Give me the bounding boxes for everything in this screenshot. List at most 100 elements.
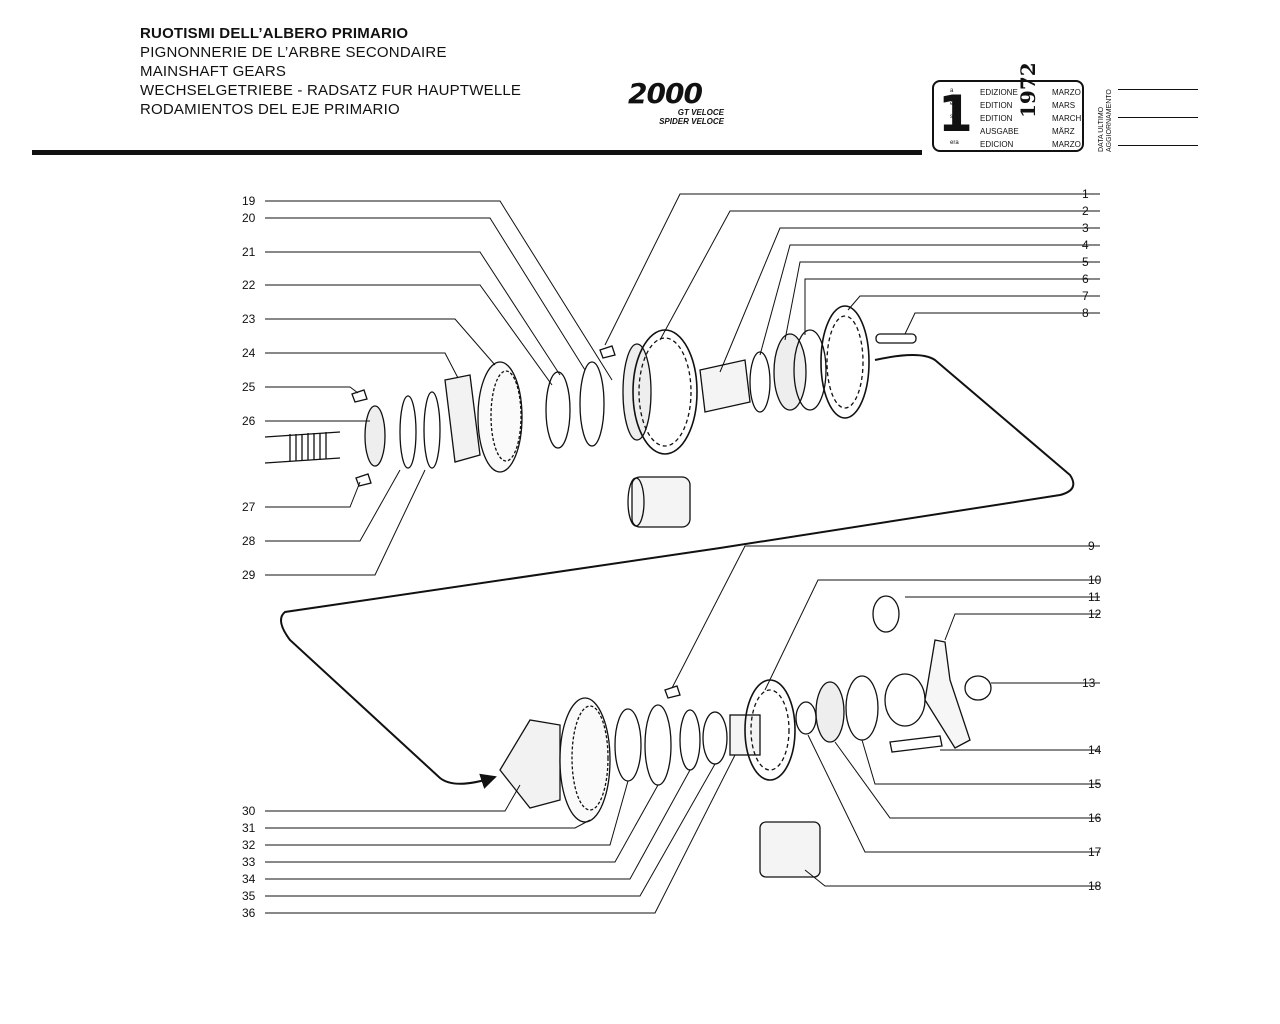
callout-29: 29: [242, 568, 256, 582]
callout-6: 6: [1082, 272, 1089, 286]
title-english: MAINSHAFT GEARS: [140, 63, 287, 80]
callout-7: 7: [1082, 289, 1089, 303]
callout-35: 35: [242, 889, 256, 903]
callout-28: 28: [242, 534, 256, 548]
edition-word: EDICION: [980, 140, 1014, 149]
callout-17: 17: [1088, 845, 1102, 859]
needle-bearing-upper: [631, 476, 691, 528]
callout-32: 32: [242, 838, 256, 852]
callout-27: 27: [242, 500, 256, 514]
synchro-ring-21: [579, 361, 605, 447]
bearing-5: [773, 333, 807, 411]
synchro-sleeve-31: [559, 697, 611, 823]
edition-suffix: st: [950, 114, 955, 120]
washer-35: [702, 711, 728, 765]
synchro-ring-32: [614, 708, 642, 782]
variant-spider-veloce: SPIDER VELOCE: [659, 117, 724, 126]
edition-month: MÄRZ: [1052, 127, 1075, 136]
callout-20: 20: [242, 211, 256, 225]
upper-shaft-assembly: [264, 305, 917, 528]
callout-24: 24: [242, 346, 256, 360]
lower-shaft-assembly: [499, 595, 992, 878]
washer-17: [795, 701, 817, 735]
seal-11: [872, 595, 900, 633]
variant-gt-veloce: GT VELOCE: [677, 108, 724, 117]
callout-13: 13: [1082, 676, 1096, 690]
edition-word: EDITION: [980, 101, 1013, 110]
title-spanish: RODAMIENTOS DEL EJE PRIMARIO: [140, 101, 400, 118]
key-9: [664, 685, 681, 699]
callout-1: 1: [1082, 187, 1089, 201]
bearing-15: [845, 675, 879, 741]
cone-19: [622, 343, 652, 441]
callout-11: 11: [1088, 590, 1101, 604]
callout-18: 18: [1088, 879, 1102, 893]
gear-7: [820, 305, 870, 419]
callout-19: 19: [242, 194, 256, 208]
title-german: WECHSELGETRIEBE - RADSATZ FUR HAUPTWELLE: [140, 82, 522, 99]
edition-month: MARCH: [1052, 114, 1082, 123]
needle-bearing-end: [627, 477, 645, 527]
model-logo-text: 2000: [628, 77, 703, 110]
edition-word: AUSGABE: [980, 127, 1019, 136]
snap-ring-28: [399, 395, 417, 469]
model-logo: 2000 GT VELOCE SPIDER VELOCE: [600, 77, 730, 127]
washer-4: [749, 351, 771, 413]
edition-number: 1: [938, 85, 973, 143]
synchro-ring-22: [545, 371, 571, 449]
needle-bearing-18: [759, 821, 821, 878]
mainshaft: [264, 431, 341, 464]
edition-suffix: ère: [950, 101, 959, 107]
pin-8: [875, 333, 917, 344]
callout-21: 21: [242, 245, 256, 259]
callout-36: 36: [242, 906, 256, 920]
assembly-path-lines: [280, 354, 1075, 789]
synchro-sleeve-teeth: [490, 370, 522, 462]
key-1: [599, 345, 616, 359]
callout-31: 31: [242, 821, 256, 835]
edition-word: EDITION: [980, 114, 1013, 123]
callout-16: 16: [1088, 811, 1102, 825]
callout-26: 26: [242, 414, 256, 428]
spacer-3: [699, 359, 751, 413]
edition-suffix: a: [950, 88, 954, 94]
bearing-6: [793, 329, 827, 411]
callout-9: 9: [1088, 539, 1095, 553]
shift-hub-30: [499, 719, 561, 809]
edition-month: MARZO: [1052, 88, 1081, 97]
callout-15: 15: [1088, 777, 1102, 791]
bushing-26: [364, 405, 386, 467]
key-27: [355, 473, 372, 487]
bracket-12: [924, 639, 971, 749]
edition-suffix: era: [950, 140, 959, 146]
edition-suffix: .: [950, 127, 952, 133]
edition-month: MARZO: [1052, 140, 1081, 149]
callout-33: 33: [242, 855, 256, 869]
callout-8: 8: [1082, 306, 1089, 320]
gear-7-teeth: [826, 315, 864, 409]
bearing-16: [815, 681, 845, 743]
header-rule: [32, 150, 922, 155]
key-25: [351, 389, 368, 403]
snap-ring-29: [423, 391, 441, 469]
edition-month: MARS: [1052, 101, 1076, 110]
callout-23: 23: [242, 312, 256, 326]
callout-14: 14: [1088, 743, 1102, 757]
gear-10-teeth: [750, 689, 790, 771]
callout-5: 5: [1082, 255, 1089, 269]
callout-10: 10: [1088, 573, 1102, 587]
synchro-sleeve-31-teeth: [571, 705, 609, 811]
bolt-14: [889, 735, 943, 753]
synchro-sleeve-23: [477, 361, 523, 473]
synchro-ring-33: [644, 704, 672, 786]
nut-13: [964, 675, 992, 701]
title-french: PIGNONNERIE DE L’ARBRE SECONDAIRE: [140, 44, 447, 61]
gear-2-teeth: [638, 337, 692, 447]
callout-12: 12: [1088, 607, 1102, 621]
callout-34: 34: [242, 872, 256, 886]
edition-box: 1 a ère st . era EDIZIONE EDITION EDITIO…: [932, 62, 1084, 152]
update-line: [1118, 117, 1198, 118]
snap-ring-34: [679, 709, 701, 771]
update-line: [1118, 145, 1198, 146]
